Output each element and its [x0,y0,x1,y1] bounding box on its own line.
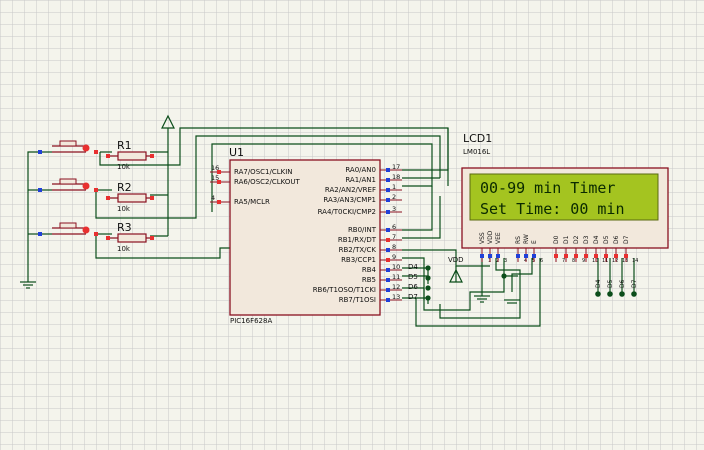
resistor-ref: R3 [117,221,132,234]
lcd-pin-number: 6 [540,258,543,264]
resistor[interactable]: R1 10k [106,139,154,171]
net-label: D4 [408,263,418,271]
lcd-pin-number: 9 [582,258,585,264]
push-button[interactable] [38,140,98,154]
net-label: D6 [408,283,418,291]
u1-pin-number: 6 [392,223,396,231]
u1-pin-number: 2 [392,193,396,201]
u1-pin-label: RA0/AN0 [345,166,376,174]
lcd-pin-label: D4 [593,235,600,244]
u1-pin-label: RA4/T0CKI/CMP2 [318,208,376,216]
lcd-line1: 00-99 min Timer [480,179,615,197]
u1-pin-number: 17 [392,163,400,171]
lcd-pin-label: D1 [563,235,570,244]
u1-pin-number: 18 [392,173,400,181]
lcd-pin-number: 10 [592,258,598,264]
u1-pin-number: 13 [392,293,400,301]
u1-pin-number: 1 [392,183,396,191]
u1-pin-label: RA3/AN3/CMP1 [323,196,376,204]
lcd-pin-label: D0 [553,235,560,244]
lcd-pin-label: D2 [573,235,580,244]
u1-right-pins: 17 RA0/AN0 18 RA1/AN1 1 RA2/AN2/VREF 2 RA3/AN3/… [313,163,402,304]
lcd-pin-label: D5 [603,235,610,244]
u1-pin-number: 4 [211,194,215,202]
u1-pin-number: 10 [392,263,400,271]
lcd-screen [469,173,659,221]
resistor-ref: R1 [117,139,132,152]
push-button[interactable] [38,178,98,192]
net-label: D7 [631,279,638,288]
net-label: D4 [595,279,602,288]
resistor-ref: R2 [117,181,132,194]
push-button[interactable] [38,222,98,236]
u1-pin-number: 9 [392,253,396,261]
lcd-pin-number: 14 [632,258,638,264]
lcd-pin-number: 13 [622,258,628,264]
u1-pin-label: RA6/OSC2/CLKOUT [234,178,300,186]
lcd-pin-label: D7 [623,235,630,244]
u1-pin-label: RB0/INT [348,226,377,234]
u1-pin-label: RB2/TX/CK [339,246,377,254]
u1-pin-number: 16 [211,164,219,172]
u1-pin-number: 8 [392,243,396,251]
lcd-pin-number: 3 [504,258,507,264]
lcd-line2: Set Time: 00 min [480,200,625,218]
net-label: D5 [607,279,614,288]
lcd-bottom-labels: D4 D5 D6 D7 [595,279,638,288]
u1-pin-number: 15 [211,174,219,182]
lcd-pin-number: 8 [572,258,575,264]
u1-pin-number: 11 [392,273,400,281]
u1-pin-number: 3 [392,205,396,213]
u1-pin-label: RB1/RX/DT [338,236,377,244]
lcd-pin-number: 7 [562,258,565,264]
lcd-pin-label: E [531,240,538,244]
net-label: D6 [619,279,626,288]
lcd-pin-label: VSS [479,232,486,244]
vdd-label: VDD [448,256,464,264]
lcd-part: LM016L [463,148,490,156]
lcd-pin-number: 11 [602,258,608,264]
u1-pin-label: RA2/AN2/VREF [325,186,376,194]
u1-pin-number: 12 [392,283,400,291]
u1-pin-label: RB7/T1OSI [339,296,376,304]
u1-pin-label: RA1/AN1 [345,176,376,184]
resistor-value: 10k [117,205,131,213]
resistor-value: 10k [117,163,131,171]
junctions [425,265,637,301]
lcd-pin-label: VDD [487,230,494,244]
u1-pin-label: RB6/T1OSO/T1CKI [313,286,376,294]
u1-pin-number: 7 [392,233,396,241]
net-label: D5 [408,273,418,281]
net-label: D7 [408,293,418,301]
u1-pin-label: RA7/OSC1/CLKIN [234,168,293,176]
lcd-pin-label: VEE [495,232,502,244]
lcd-pin-label: D6 [613,235,620,244]
lcd-ref: LCD1 [463,132,492,145]
lcd-module[interactable]: LCD1 LM016L 00-99 min Timer Set Time: 00… [461,132,669,288]
u1-pin-label: RB5 [362,276,376,284]
lcd-pin-label: D3 [583,235,590,244]
resistor[interactable]: R3 10k [106,221,154,253]
wires [20,127,635,327]
lcd-pin-label: RS [515,236,522,244]
lcd-pin-label: RW [523,234,530,244]
lcd-pin-number: 12 [612,258,618,264]
u1-part: PIC16F628A [230,317,272,325]
u1-pin-label: RB3/CCP1 [341,256,376,264]
vdd-arrow-icon [161,114,463,283]
lcd-pins: VSS1VDD2VEE3RS4RW5E6D07D18D29D310D411D51… [479,230,638,264]
u1-pin-label: RA5/MCLR [234,198,270,206]
resistor-value: 10k [117,245,131,253]
u1-ref: U1 [229,146,244,159]
u1-pin-label: RB4 [362,266,377,274]
push-buttons [38,140,98,236]
resistor[interactable]: R2 10k [106,181,154,213]
